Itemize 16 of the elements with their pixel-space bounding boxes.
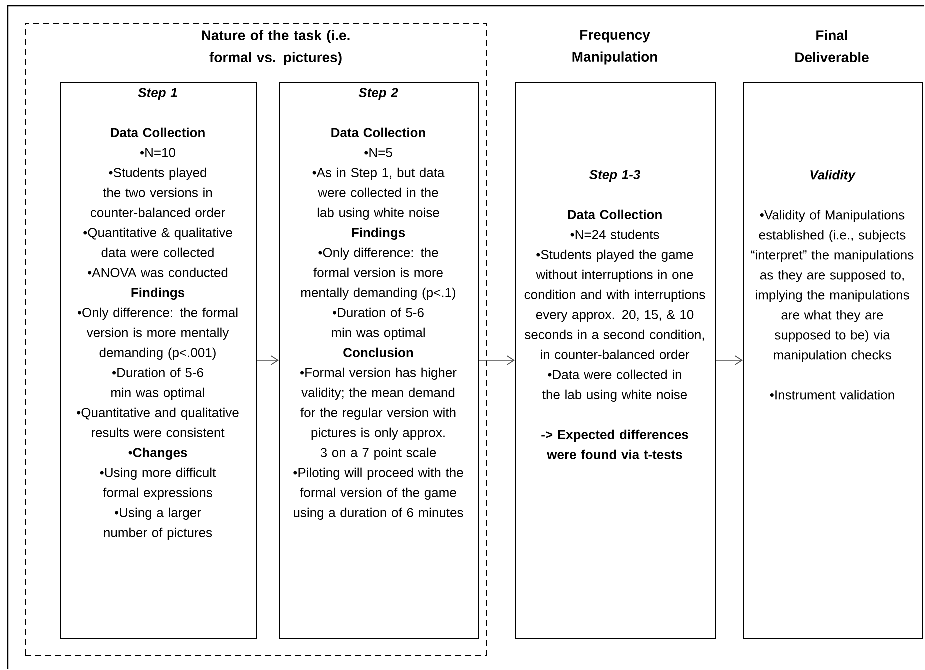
column-heading: Final Deliverable (796, 30, 869, 62)
node-label: •Data were collected in the lab using white noise (542, 370, 688, 402)
column-heading: Nature of the task (i.e. formal vs. pictures) (202, 30, 350, 66)
step-box: Step 2 Data Collection •N=5 •As in Step 1, but data were collected in the lab using white noise Findings •Only difference: the formal version is more mentally demanding (p<.1) •Duration of 5-6 min was optimal Conclusion •Formal version has higher validity; the mean demand for the regular version with pictures is only approx. 3 on a 7 point scale •Piloting will proceed with the formal version of the game using a duration of 6 minutes (279, 82, 479, 639)
column-heading: Frequency Manipulation (572, 30, 658, 65)
arrow (256, 356, 279, 366)
node-label: Step 1-3 (590, 170, 641, 182)
step-box: Validity •Validity of Manipulations established (i.e., subjects “interpret” the manipulations as they are supposed to, implying the manipulations are what they are supposed to be) via manipulation checks •Instrument validation (743, 82, 924, 639)
step-box: Step 1 Data Collection •N=10 •Students played the two versions in counter-balanced order •Quantitative & qualitative data were collected •ANOVA was conducted Findings •Only difference: the formal version is more mentally demanding (p<.001) •Duration of 5-6 min was optimal •Quantitative and qualitative results were consistent •Changes •Using more difficult formal expressions •Using a larger number of pictures (60, 82, 257, 639)
node-label: -> Expected differences were found via t-tests (542, 430, 688, 460)
node-label: Data Collection (568, 210, 662, 220)
node-label: •Students played the game without interruptions in one condition and with interruptions every approx. 20, 15, & 10 seconds in a second condition, in counter-balanced order (524, 250, 706, 360)
node-label: •N=24 students (570, 230, 660, 240)
arrow (716, 356, 744, 366)
step-box: Step 1-3 Data Collection •N=24 students •Students played the game without interruptions in one condition and with interruptions every approx. 20, 15, & 10 seconds in a second condition, in counter-balanced order •Data were collected in the lab using white noise -> Expected differences were found via t-tests (515, 82, 716, 639)
arrow (478, 356, 515, 366)
